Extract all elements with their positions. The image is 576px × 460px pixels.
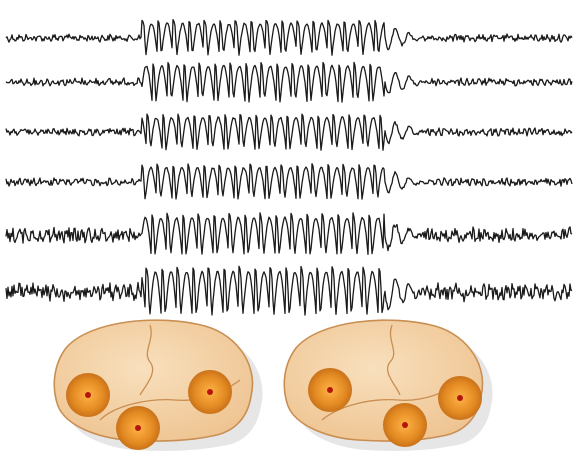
brain-right-hemisphere [284, 320, 492, 451]
electrode-left-2-center [135, 425, 141, 431]
eeg-channel-6 [6, 266, 572, 315]
electrode-left-1-center [85, 392, 91, 398]
electrode-right-1-center [327, 387, 333, 393]
electrode-left-3-center [207, 389, 213, 395]
eeg-channel-1 [6, 20, 572, 56]
eeg-channel-3 [6, 114, 572, 150]
eeg-channel-4 [6, 164, 572, 199]
brain-left-hemisphere [54, 320, 262, 451]
electrode-right-3-center [457, 395, 463, 401]
eeg-channel-2 [6, 62, 572, 102]
eeg-channel-5 [6, 213, 572, 254]
eeg-traces [6, 20, 572, 315]
electrode-right-2-center [402, 422, 408, 428]
